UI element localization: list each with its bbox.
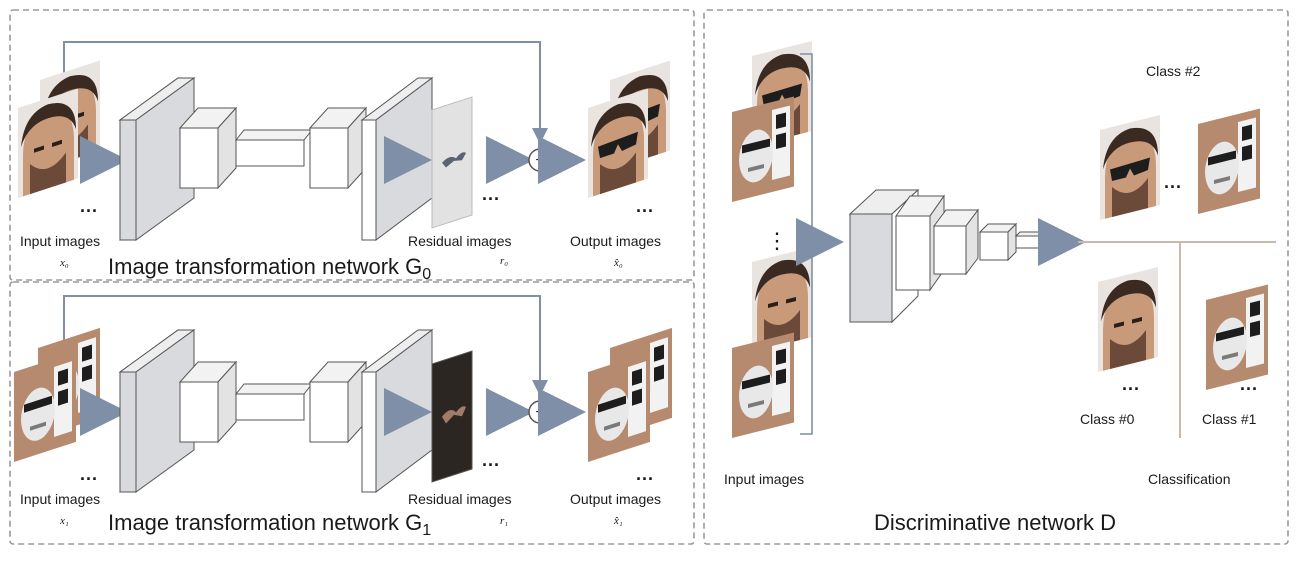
d-class1-ellipsis: ...	[1240, 374, 1258, 394]
d-class0-image	[1098, 267, 1158, 372]
g1-panel	[9, 281, 695, 545]
g1-residual-ellipsis: ...	[482, 450, 500, 470]
g0-network: ... Input images x₀	[18, 41, 670, 283]
d-class2-label: Class #2	[1146, 63, 1201, 79]
d-class2-ellipsis: ...	[1164, 172, 1182, 192]
g0-output-ellipsis: ...	[636, 196, 654, 216]
g1-conv-block-2	[308, 360, 368, 444]
d-input-image-2	[732, 96, 794, 202]
g0-input-label: Input images	[20, 233, 100, 249]
g1-bottleneck-block	[234, 383, 314, 421]
g0-output-label: Output images	[570, 233, 661, 249]
g1-residual-var: r₁	[500, 515, 508, 527]
d-input-label: Input images	[724, 471, 804, 487]
g1-output-image	[588, 351, 650, 462]
g0-residual-var: r₀	[500, 255, 508, 267]
g1-output-ellipsis: ...	[636, 464, 654, 484]
g0-input-image	[18, 88, 78, 198]
g1-decoder-block	[360, 329, 434, 493]
g1-residual-label: Residual images	[408, 491, 512, 507]
d-class0-ellipsis: ...	[1122, 374, 1140, 394]
g0-decoder-block	[360, 77, 434, 241]
g1-input-image	[14, 351, 76, 462]
d-input-vellipsis: ⋮	[766, 228, 788, 253]
d-class0-label: Class #0	[1080, 411, 1135, 427]
g0-conv-block-2	[308, 106, 368, 190]
d-class2-image-1	[1100, 115, 1160, 220]
d-class2-image-2	[1198, 108, 1260, 214]
g1-encoder-block	[118, 329, 196, 493]
g1-title-sub: 1	[422, 522, 431, 539]
d-conv-block-4	[978, 222, 1018, 262]
g0-input-var: x₀	[59, 257, 69, 269]
g1-network: ... Input images x₁	[14, 295, 672, 539]
d-conv-block-3	[933, 208, 979, 276]
g0-title: Image transformation network G0	[108, 254, 431, 283]
d-class1-image	[1206, 284, 1268, 390]
g1-input-var: x₁	[59, 515, 69, 527]
d-input-image-4	[732, 332, 794, 438]
d-classification-label: Classification	[1148, 471, 1230, 487]
g0-output-image	[588, 88, 648, 198]
svg-text:+: +	[535, 152, 544, 169]
g0-conv-block-1	[178, 106, 238, 190]
g0-residual-label: Residual images	[408, 233, 512, 249]
g0-sum-node: +	[528, 148, 552, 172]
g0-residual-image	[431, 96, 473, 229]
g0-title-sub: 0	[422, 266, 431, 283]
g1-skip-connection	[63, 295, 548, 396]
g1-output-label: Output images	[570, 491, 661, 507]
g0-skip-connection	[63, 41, 548, 144]
g1-input-ellipsis: ...	[80, 464, 98, 484]
g1-input-label: Input images	[20, 491, 100, 507]
g1-output-var: x̂₁	[613, 515, 623, 527]
svg-text:+: +	[535, 404, 544, 421]
g1-conv-block-1	[178, 360, 238, 444]
g1-title-main: Image transformation network G	[108, 510, 422, 535]
d-class1-label: Class #1	[1202, 411, 1257, 427]
g0-panel	[9, 9, 695, 281]
g0-bottleneck-block	[234, 129, 314, 167]
d-network: ⋮ Input images	[724, 41, 1276, 535]
d-title: Discriminative network D	[874, 510, 1116, 535]
g1-residual-image	[431, 350, 473, 483]
g1-title: Image transformation network G1	[108, 510, 431, 539]
d-conv-block-5	[1014, 231, 1056, 249]
g1-sum-node: +	[528, 400, 552, 424]
g0-encoder-block	[118, 77, 196, 241]
g0-output-var: x̂₀	[613, 257, 623, 269]
d-panel	[703, 9, 1289, 545]
g0-residual-ellipsis: ...	[482, 184, 500, 204]
g0-title-main: Image transformation network G	[108, 254, 422, 279]
g0-input-ellipsis: ...	[80, 196, 98, 216]
